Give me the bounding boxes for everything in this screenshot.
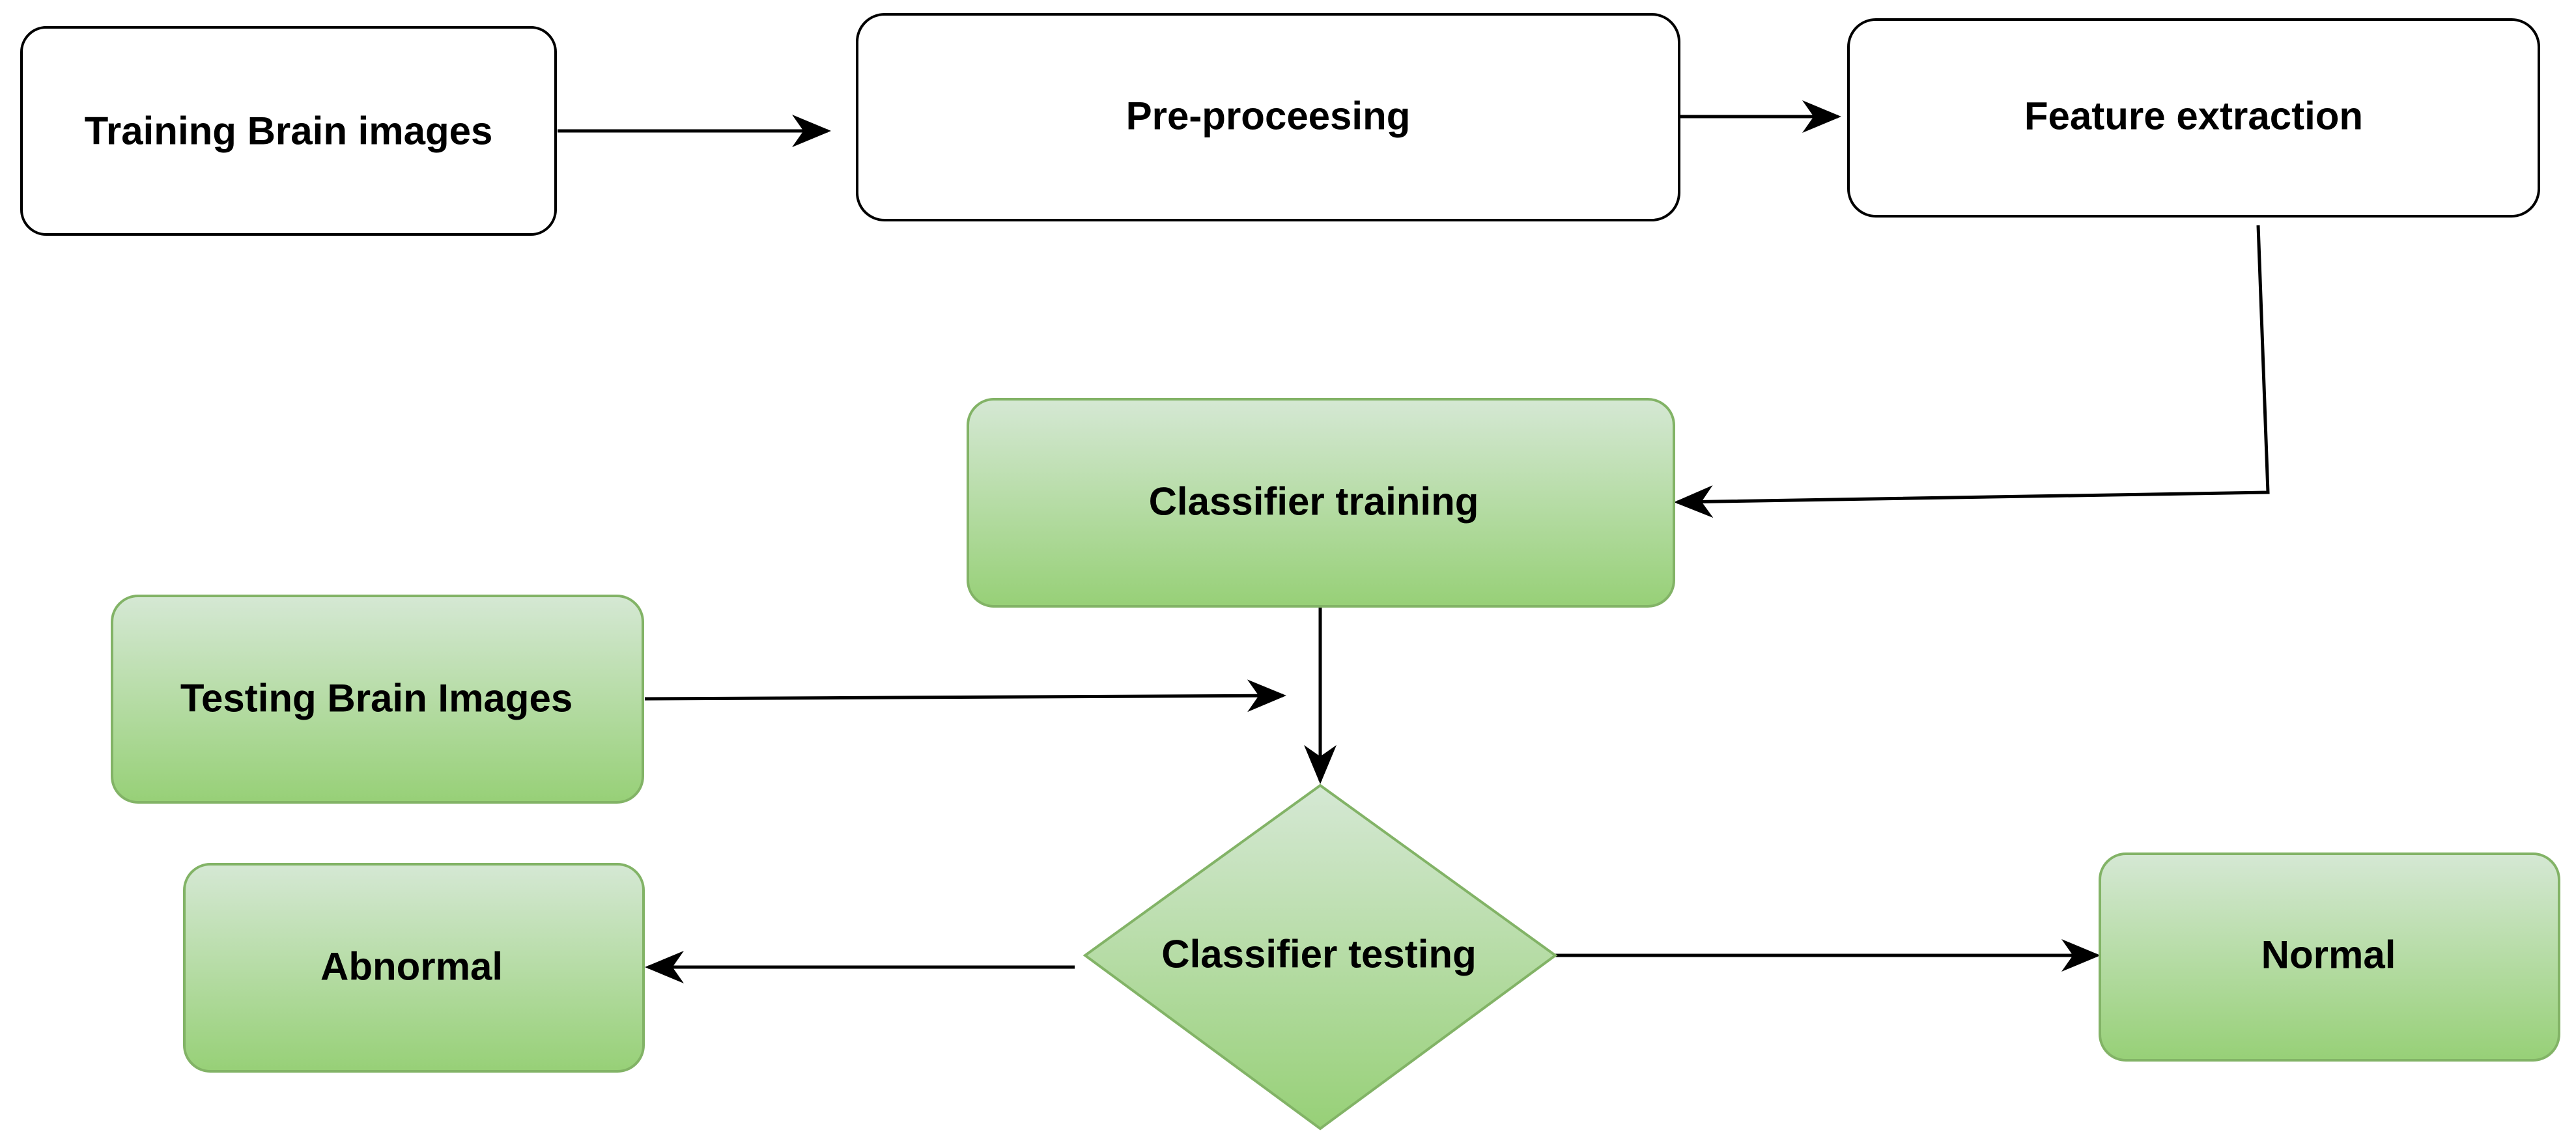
- testing-brain-images-box: [111, 595, 644, 804]
- feature-extraction-label: Feature extraction: [2024, 94, 2363, 138]
- classifier-testing-label: Classifier testing: [1161, 933, 1477, 976]
- training-brain-images-box: [20, 26, 557, 236]
- edges-group: [558, 100, 2270, 983]
- pre-processing-label: Pre-proceesing: [1126, 94, 1411, 138]
- edge-feature-extraction-to-classifier-training: [1674, 225, 2270, 518]
- classifier-training-box: [967, 398, 1675, 608]
- training-brain-images-label: Training Brain images: [85, 109, 493, 153]
- abnormal-box: [183, 863, 645, 1073]
- pre-processing-box: [856, 13, 1680, 221]
- testing-brain-images-label: Testing Brain Images: [180, 677, 573, 720]
- normal-box: [2099, 852, 2560, 1062]
- node-feature-extraction: Feature extraction: [1847, 18, 2540, 218]
- feature-extraction-box: [1847, 18, 2540, 218]
- node-testing-brain-images: Testing Brain Images: [111, 595, 644, 804]
- node-normal: Normal: [2099, 852, 2560, 1062]
- abnormal-label: Abnormal: [320, 945, 503, 989]
- classifier-testing-diamond: [1083, 783, 1558, 1131]
- normal-label: Normal: [2261, 933, 2396, 977]
- node-pre-processing: Pre-proceesing: [856, 13, 1680, 221]
- classifier-training-label: Classifier training: [1149, 480, 1479, 524]
- node-classifier-testing: Classifier testing: [1083, 783, 1558, 1131]
- node-abnormal: Abnormal: [183, 863, 645, 1073]
- edge-testing-images-to-classifier-testing: [644, 679, 1286, 712]
- node-classifier-training: Classifier training: [967, 398, 1675, 608]
- node-training-brain-images: Training Brain images: [20, 26, 557, 236]
